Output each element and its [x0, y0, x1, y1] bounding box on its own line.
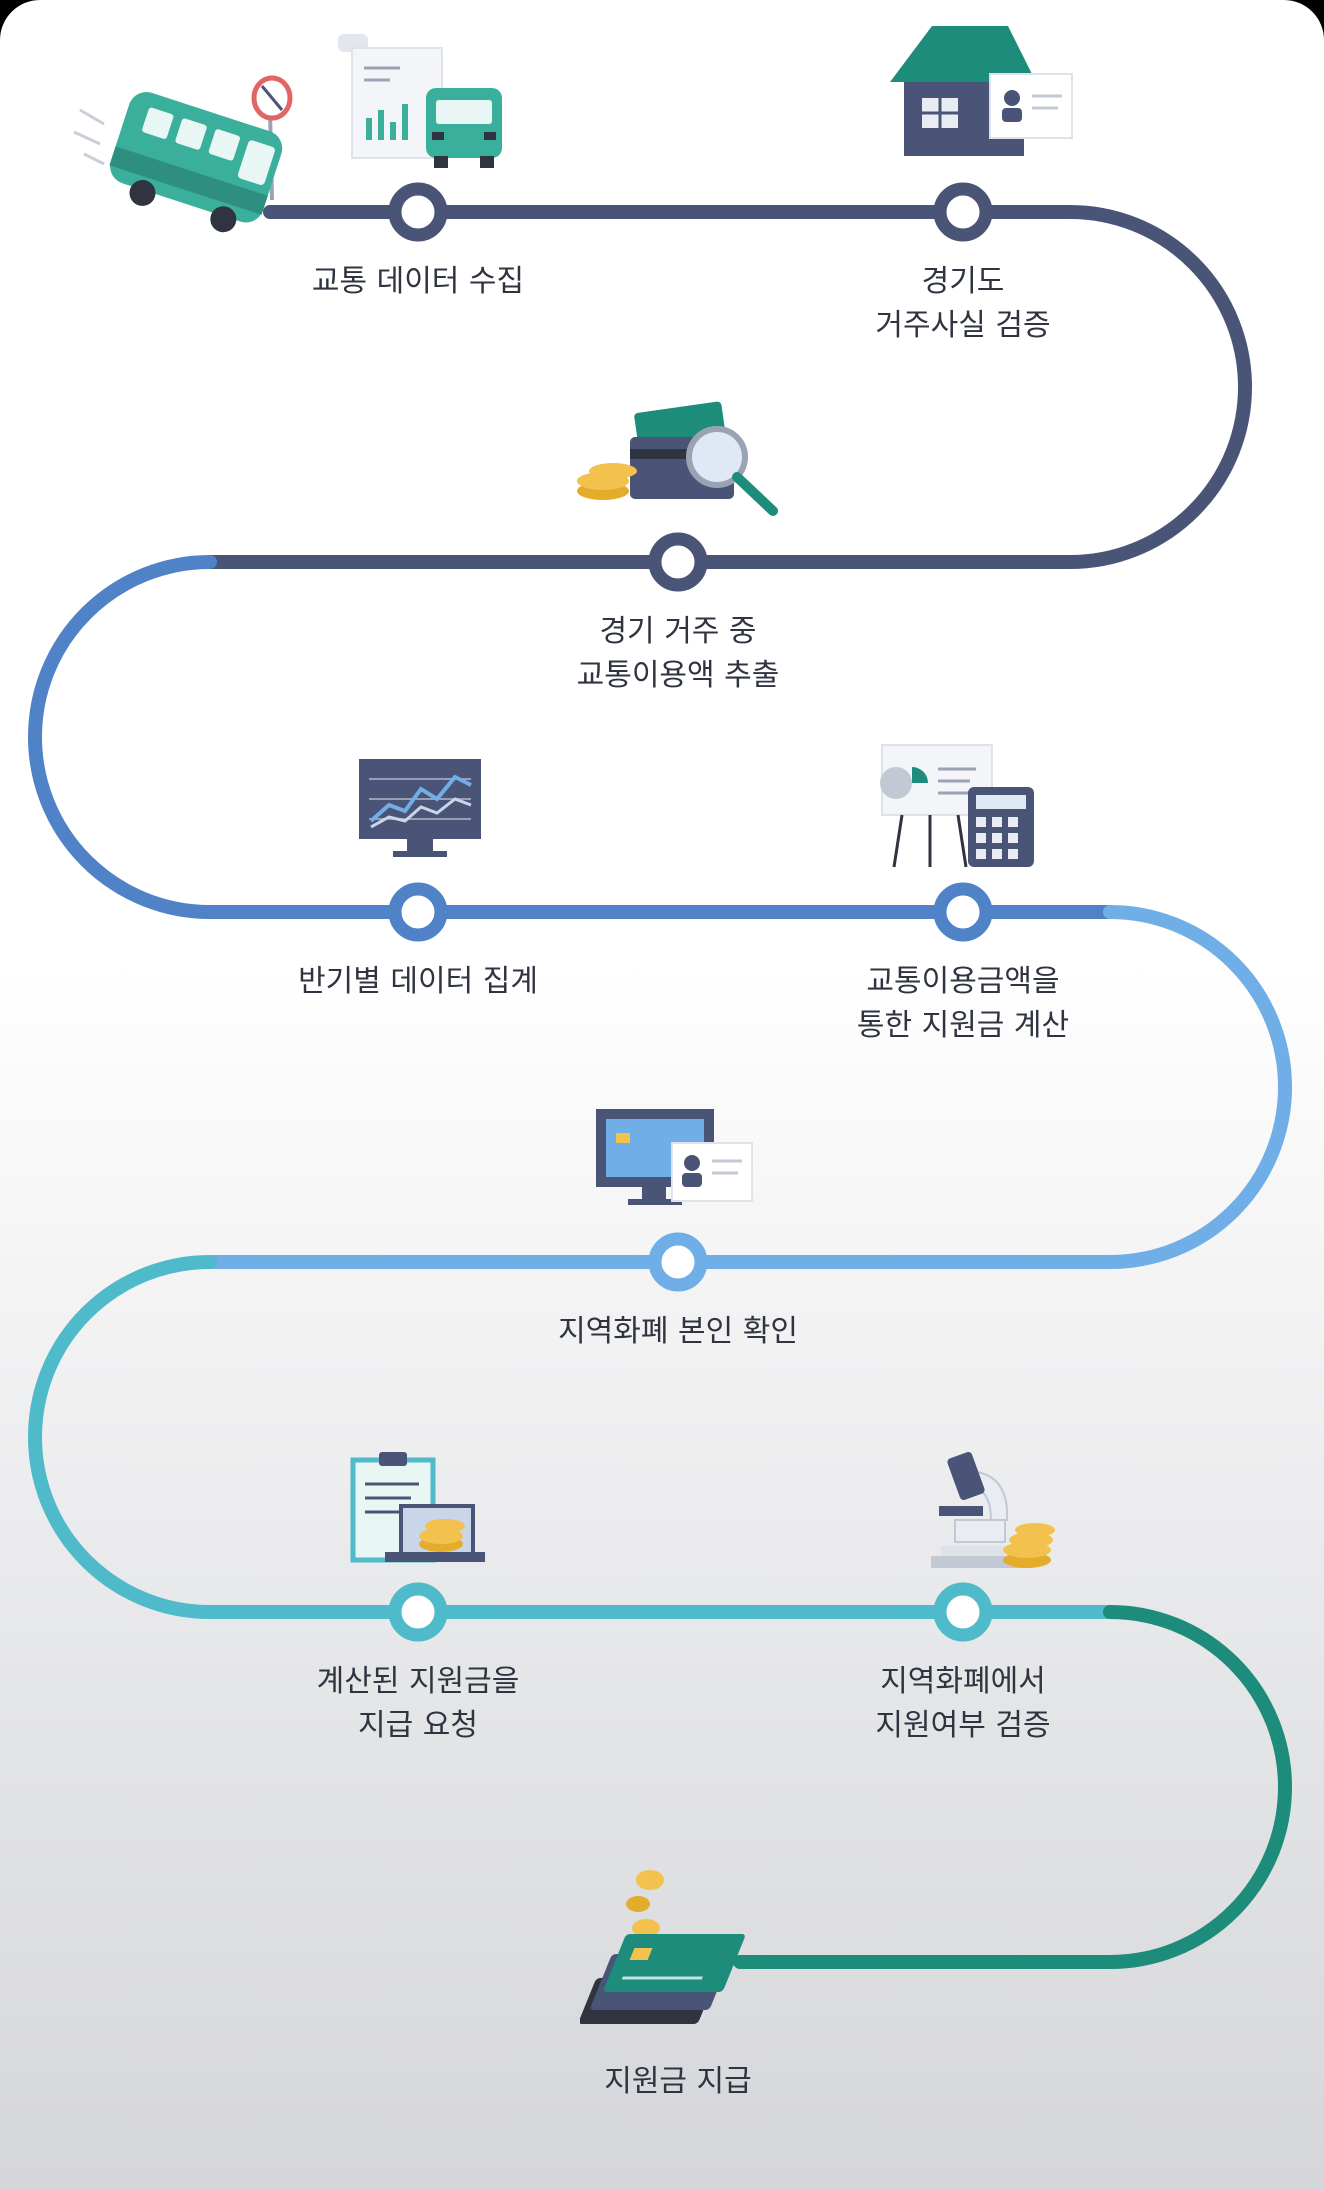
microscope-coins-icon [931, 1452, 1055, 1568]
path-segment-light-blue [203, 905, 1292, 1269]
window-corner-left [0, 0, 80, 80]
step-label-6: 지역화폐 본인 확인 [558, 1314, 798, 1349]
step-label-1: 교통 데이터 수집 [311, 264, 525, 299]
node-7 [388, 1582, 448, 1642]
house-icon [890, 26, 1073, 156]
cards-coins-icon [580, 1870, 745, 2024]
window-corner-right [1244, 0, 1324, 80]
node-2 [933, 182, 993, 242]
path-segment-navy [203, 205, 1252, 569]
path-segment-blue [28, 555, 1117, 919]
clipboard-coins-icon [350, 1452, 485, 1563]
node-4 [388, 882, 448, 942]
step-label-9: 지원금 지급 [604, 2064, 752, 2099]
path-segment-teal [28, 1255, 1117, 1619]
node-3 [648, 532, 708, 592]
monitor-id-icon [596, 1109, 753, 1205]
monitor-chart-icon [359, 759, 481, 857]
step-label-3: 경기 거주 중 교통이용액 추출 [576, 614, 780, 693]
bus-icon [73, 34, 502, 233]
path-segment-green [733, 1605, 1292, 1969]
card-search-icon [577, 401, 778, 516]
node-8 [933, 1582, 993, 1642]
calculator-icon [880, 744, 1034, 868]
step-label-8: 지역화폐에서 지원여부 검증 [875, 1664, 1051, 1743]
node-5 [933, 882, 993, 942]
step-label-2: 경기도 거주사실 검증 [875, 264, 1051, 343]
node-6 [648, 1232, 708, 1292]
step-label-5: 교통이용금액을 통한 지원금 계산 [856, 964, 1070, 1043]
node-1 [388, 182, 448, 242]
step-label-7: 계산된 지원금을 지급 요청 [316, 1664, 520, 1743]
step-label-4: 반기별 데이터 집계 [298, 964, 538, 999]
